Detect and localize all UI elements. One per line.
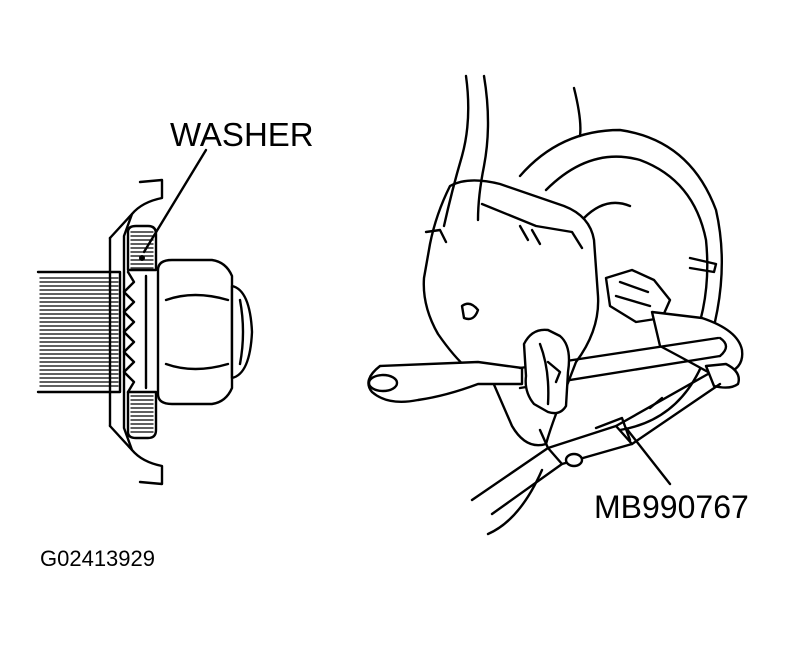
threads [122, 270, 136, 394]
knuckle-assembly [367, 74, 744, 536]
washer-label: WASHER [170, 116, 314, 153]
hub-nut-detail [36, 148, 254, 486]
washer-hatching [130, 231, 154, 433]
shaft-splines [39, 277, 119, 387]
tool-part-number: MB990767 [594, 489, 749, 525]
brake-rotor [518, 128, 723, 432]
washer-leader-line [142, 148, 208, 254]
tool-leader-line [624, 426, 672, 486]
steering-knuckle [422, 179, 600, 450]
strut [442, 74, 582, 228]
splined-shaft [36, 270, 122, 394]
puller-tool [367, 328, 728, 536]
washer [126, 224, 158, 440]
hub-nut [156, 258, 254, 406]
figure-id: G02413929 [40, 546, 155, 571]
